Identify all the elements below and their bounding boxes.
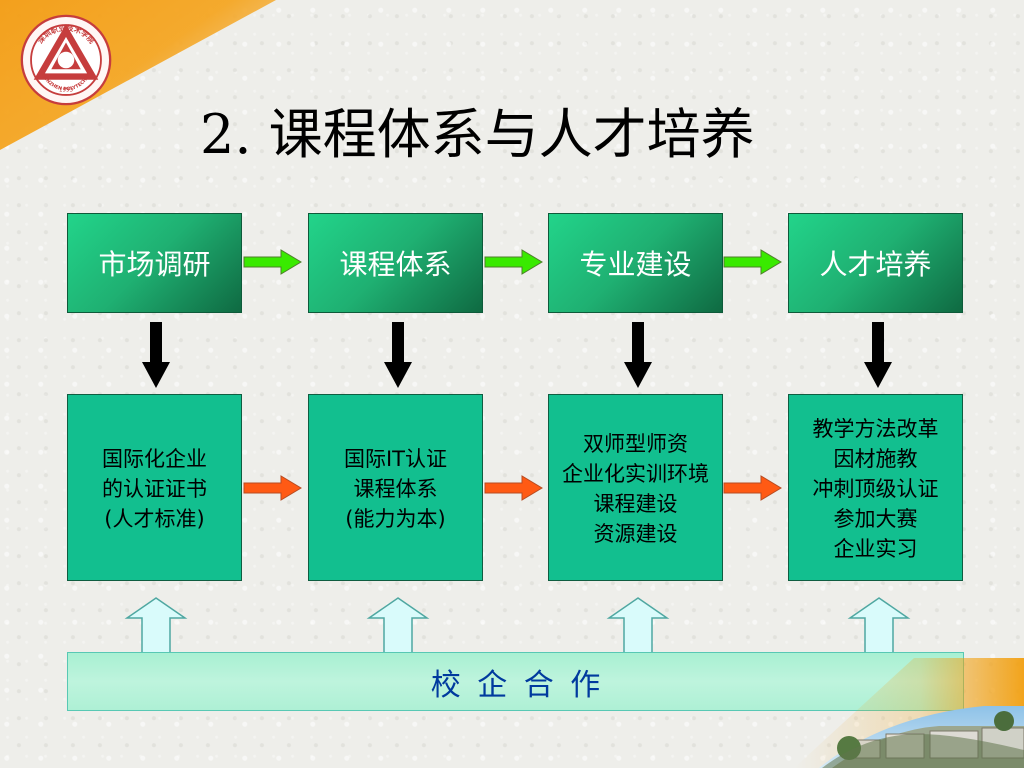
top-box-label: 人才培养 xyxy=(819,248,932,281)
top-box-label: 课程体系 xyxy=(339,248,452,281)
bottom-box-3: 双师型师资 企业化实训环境 课程建设 资源建设 xyxy=(548,394,723,581)
bottom-box-text: 双师型师资 企业化实训环境 课程建设 资源建设 xyxy=(562,431,709,546)
bottom-box-2: 国际IT认证 课程体系 (能力为本) xyxy=(308,394,483,581)
arrow-up-icon xyxy=(124,597,188,655)
arrow-down-icon xyxy=(142,322,170,388)
arrow-up-icon xyxy=(847,597,911,655)
top-box-course-system: 课程体系 xyxy=(308,213,483,313)
arrow-right-icon xyxy=(484,475,543,501)
arrow-up-icon xyxy=(366,597,430,655)
bottom-bar-label: 校企合作 xyxy=(430,667,617,703)
school-enterprise-cooperation-bar: 校企合作 xyxy=(67,652,964,711)
logo-icon: 深圳职业技术学院 SHENZHEN POLYTECHNIC 1993 xyxy=(20,14,112,106)
top-box-label: 专业建设 xyxy=(579,248,692,281)
bottom-box-text: 国际IT认证 课程体系 (能力为本) xyxy=(343,446,448,531)
top-box-market-research: 市场调研 xyxy=(67,213,242,313)
arrow-right-icon xyxy=(243,249,302,275)
top-box-label: 市场调研 xyxy=(98,248,211,281)
logo-year: 1993 xyxy=(59,87,74,93)
bottom-box-4: 教学方法改革 因材施教 冲刺顶级认证 参加大赛 企业实习 xyxy=(788,394,963,581)
top-box-talent-cultivation: 人才培养 xyxy=(788,213,963,313)
page-title: 2. 课程体系与人才培养 xyxy=(200,103,755,166)
arrow-right-icon xyxy=(723,249,782,275)
arrow-right-icon xyxy=(723,475,782,501)
bottom-box-text: 国际化企业 的认证证书 (人才标准) xyxy=(102,446,207,531)
arrow-down-icon xyxy=(624,322,652,388)
arrow-right-icon xyxy=(484,249,543,275)
top-box-major-construction: 专业建设 xyxy=(548,213,723,313)
arrow-right-icon xyxy=(243,475,302,501)
bottom-box-text: 教学方法改革 因材施教 冲刺顶级认证 参加大赛 企业实习 xyxy=(812,416,939,561)
arrow-down-icon xyxy=(864,322,892,388)
campus-photo xyxy=(794,658,1024,768)
arrow-down-icon xyxy=(384,322,412,388)
bottom-box-1: 国际化企业 的认证证书 (人才标准) xyxy=(67,394,242,581)
arrow-up-icon xyxy=(606,597,670,655)
